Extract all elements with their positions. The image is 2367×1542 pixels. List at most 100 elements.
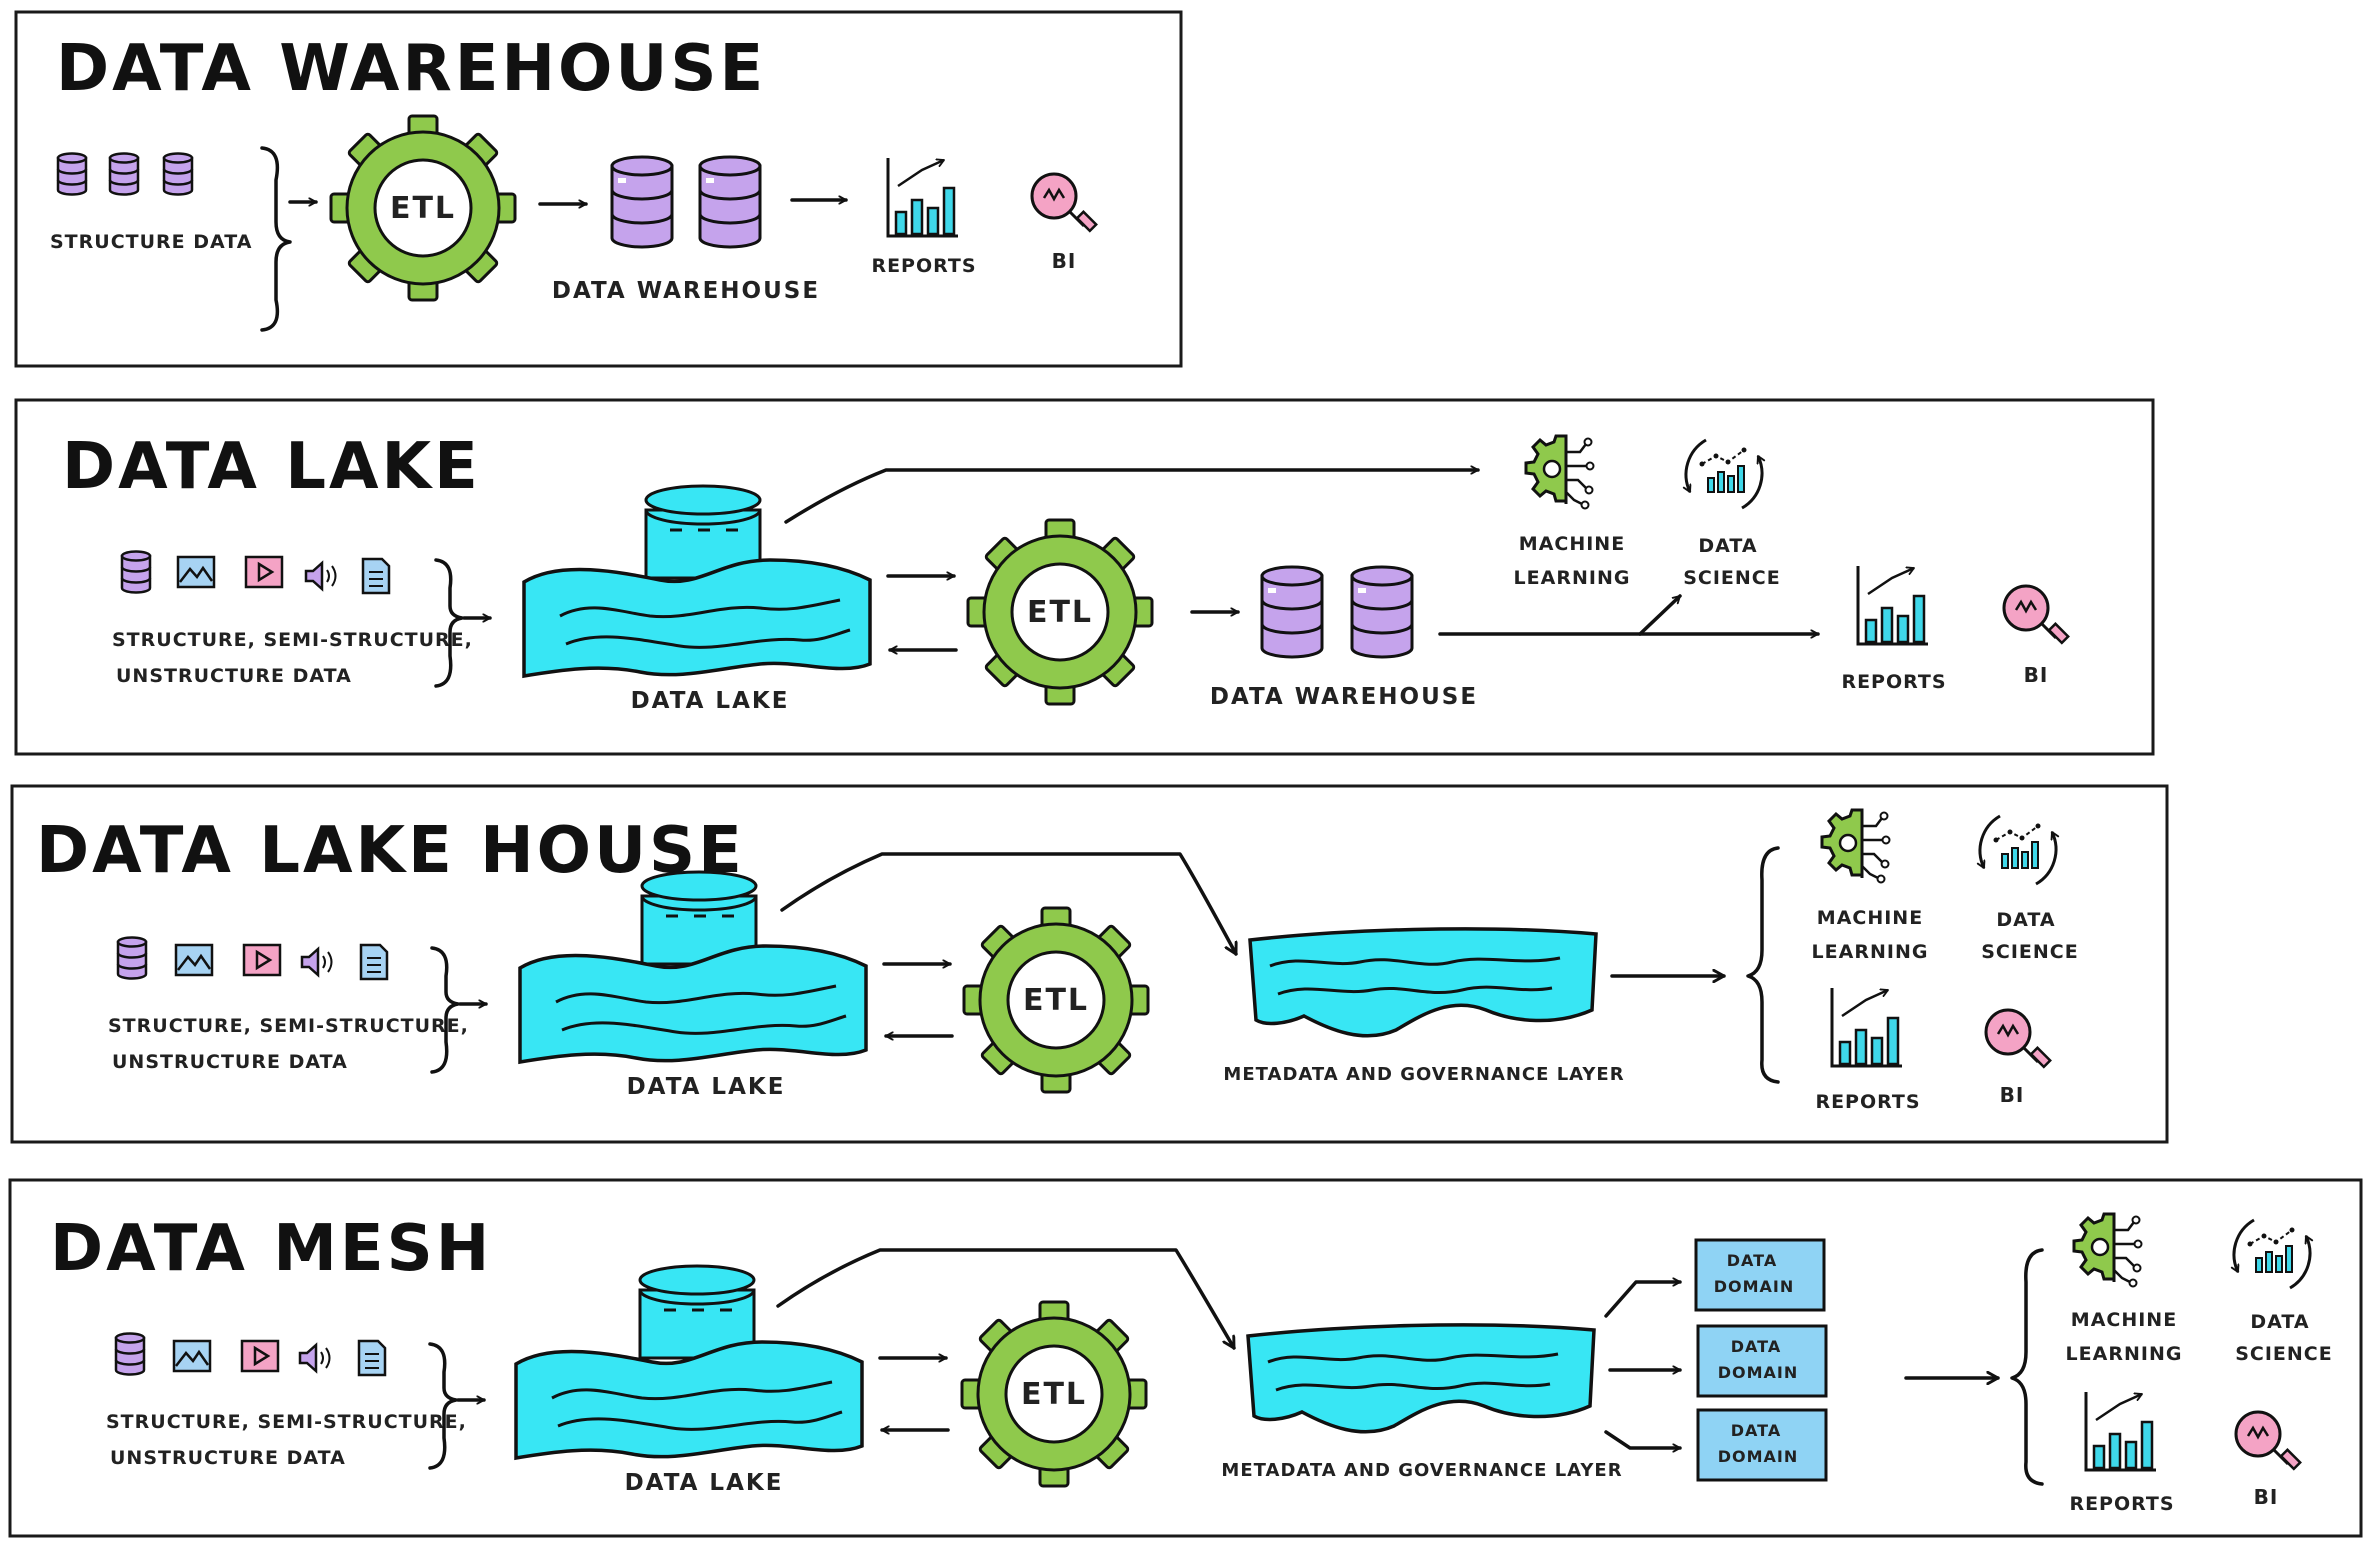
arrow-icon [1604, 1282, 1682, 1318]
panel-title: DATA MESH [50, 1212, 492, 1286]
magnifier-icon [2234, 1410, 2302, 1471]
bi-label: BI [2024, 663, 2049, 687]
reports-label: REPORTS [1815, 1091, 1920, 1113]
domain-label-line2: DOMAIN [1718, 1363, 1799, 1382]
data-domain-box: DATA DOMAIN [1694, 1238, 1826, 1312]
data-domain-box: DATA DOMAIN [1696, 1324, 1828, 1398]
video-icon [244, 555, 284, 589]
gear-icon [960, 1300, 1148, 1488]
domain-label-line1: DATA [1727, 1251, 1777, 1270]
etl-label: ETL [1021, 1377, 1087, 1412]
bi-label: BI [2254, 1485, 2279, 1509]
domain-label-line1: DATA [1731, 1337, 1781, 1356]
panel-border [8, 1178, 2363, 1538]
ai-head-icon [1820, 808, 1891, 884]
image-icon [176, 555, 216, 589]
source-label-line1: STRUCTURE, SEMI-STRUCTURE, [108, 1015, 469, 1037]
panel-border [14, 10, 1183, 368]
ds-label-line2: SCIENCE [2235, 1343, 2333, 1365]
reports-label: REPORTS [2069, 1493, 2174, 1515]
video-icon [242, 943, 282, 977]
source-type-icons [114, 1332, 387, 1377]
ds-label-line1: DATA [1698, 535, 1757, 557]
data-domain-box: DATA DOMAIN [1696, 1408, 1828, 1482]
data-science-icon [1686, 440, 1762, 508]
etl-label: ETL [1023, 983, 1089, 1018]
ai-head-icon [2072, 1212, 2143, 1288]
ml-label-line1: MACHINE [2071, 1309, 2177, 1331]
source-label-line1: STRUCTURE, SEMI-STRUCTURE, [112, 629, 473, 651]
source-label: STRUCTURE DATA [50, 231, 252, 253]
video-icon [240, 1339, 280, 1373]
panel-title: DATA LAKE HOUSE [36, 814, 745, 888]
lake-label: DATA LAKE [627, 1074, 786, 1100]
panel-border [10, 784, 2169, 1144]
data-lake-icon [514, 1264, 864, 1461]
warehouse-label: DATA WAREHOUSE [1210, 684, 1478, 710]
source-label-line1: STRUCTURE, SEMI-STRUCTURE, [106, 1411, 467, 1433]
arrow-icon [1638, 594, 1682, 636]
audio-icon [304, 561, 337, 591]
arrow-icon [780, 852, 1238, 956]
ds-label-line1: DATA [2250, 1311, 2309, 1333]
database-icon [116, 936, 148, 980]
source-label-line2: UNSTRUCTURE DATA [112, 1051, 348, 1073]
database-icon [1350, 565, 1414, 659]
metadata-governance-layer-icon [1248, 927, 1598, 1038]
magnifier-icon [1984, 1008, 2052, 1069]
data-lake-icon [522, 484, 872, 679]
ml-label-line2: LEARNING [2066, 1343, 2183, 1365]
panel-border [14, 398, 2155, 756]
panel-data-mesh: DATA MESH STRUCTURE, SEMI-STRUCTURE, UNS… [8, 1178, 2363, 1538]
panel-data-warehouse: DATA WAREHOUSE STRUCTURE DATA ETL DATA W… [14, 10, 1183, 368]
reports-label: REPORTS [871, 255, 976, 277]
chart-icon [888, 158, 958, 236]
metadata-governance-layer-icon [1246, 1323, 1596, 1434]
source-label-line2: UNSTRUCTURE DATA [110, 1447, 346, 1469]
warehouse-label: DATA WAREHOUSE [552, 278, 820, 304]
data-lake-icon [518, 870, 868, 1065]
etl-label: ETL [390, 191, 456, 226]
domain-label-line2: DOMAIN [1718, 1447, 1799, 1466]
domain-label-line2: DOMAIN [1714, 1277, 1795, 1296]
ds-label-line1: DATA [1996, 909, 2055, 931]
source-type-icons [120, 550, 391, 595]
chart-icon [2086, 1392, 2156, 1470]
layer-label: METADATA AND GOVERNANCE LAYER [1221, 1460, 1622, 1481]
image-icon [174, 943, 214, 977]
magnifier-icon [2002, 584, 2070, 645]
magnifier-icon [1030, 172, 1098, 233]
arrow-icon [776, 1248, 1236, 1350]
panel-title: DATA LAKE [62, 430, 481, 504]
bi-label: BI [2000, 1083, 2025, 1107]
ds-label-line2: SCIENCE [1981, 941, 2079, 963]
database-icon [120, 550, 152, 594]
ds-label-line2: SCIENCE [1683, 567, 1781, 589]
lake-label: DATA LAKE [631, 688, 790, 714]
ml-label-line2: LEARNING [1812, 941, 1929, 963]
gear-icon [962, 906, 1150, 1094]
chart-icon [1832, 988, 1902, 1066]
gear-icon [329, 114, 517, 302]
layer-label: METADATA AND GOVERNANCE LAYER [1223, 1064, 1624, 1085]
database-icon [162, 152, 194, 196]
output-brace [2010, 1248, 2044, 1486]
image-icon [172, 1339, 212, 1373]
panel-title: DATA WAREHOUSE [56, 32, 766, 106]
arrow-icon [784, 470, 1480, 524]
chart-icon [1858, 566, 1928, 644]
source-brace [430, 946, 460, 1074]
data-science-icon [2234, 1220, 2310, 1288]
domain-label-line1: DATA [1731, 1421, 1781, 1440]
gear-icon [966, 518, 1154, 706]
ml-label-line1: MACHINE [1817, 907, 1923, 929]
database-icon [56, 152, 88, 196]
document-icon [359, 943, 389, 981]
source-label-line2: UNSTRUCTURE DATA [116, 665, 352, 687]
source-brace [260, 146, 292, 332]
ai-head-icon [1524, 434, 1595, 510]
audio-icon [300, 947, 333, 977]
source-brace [434, 558, 464, 688]
document-icon [361, 557, 391, 595]
